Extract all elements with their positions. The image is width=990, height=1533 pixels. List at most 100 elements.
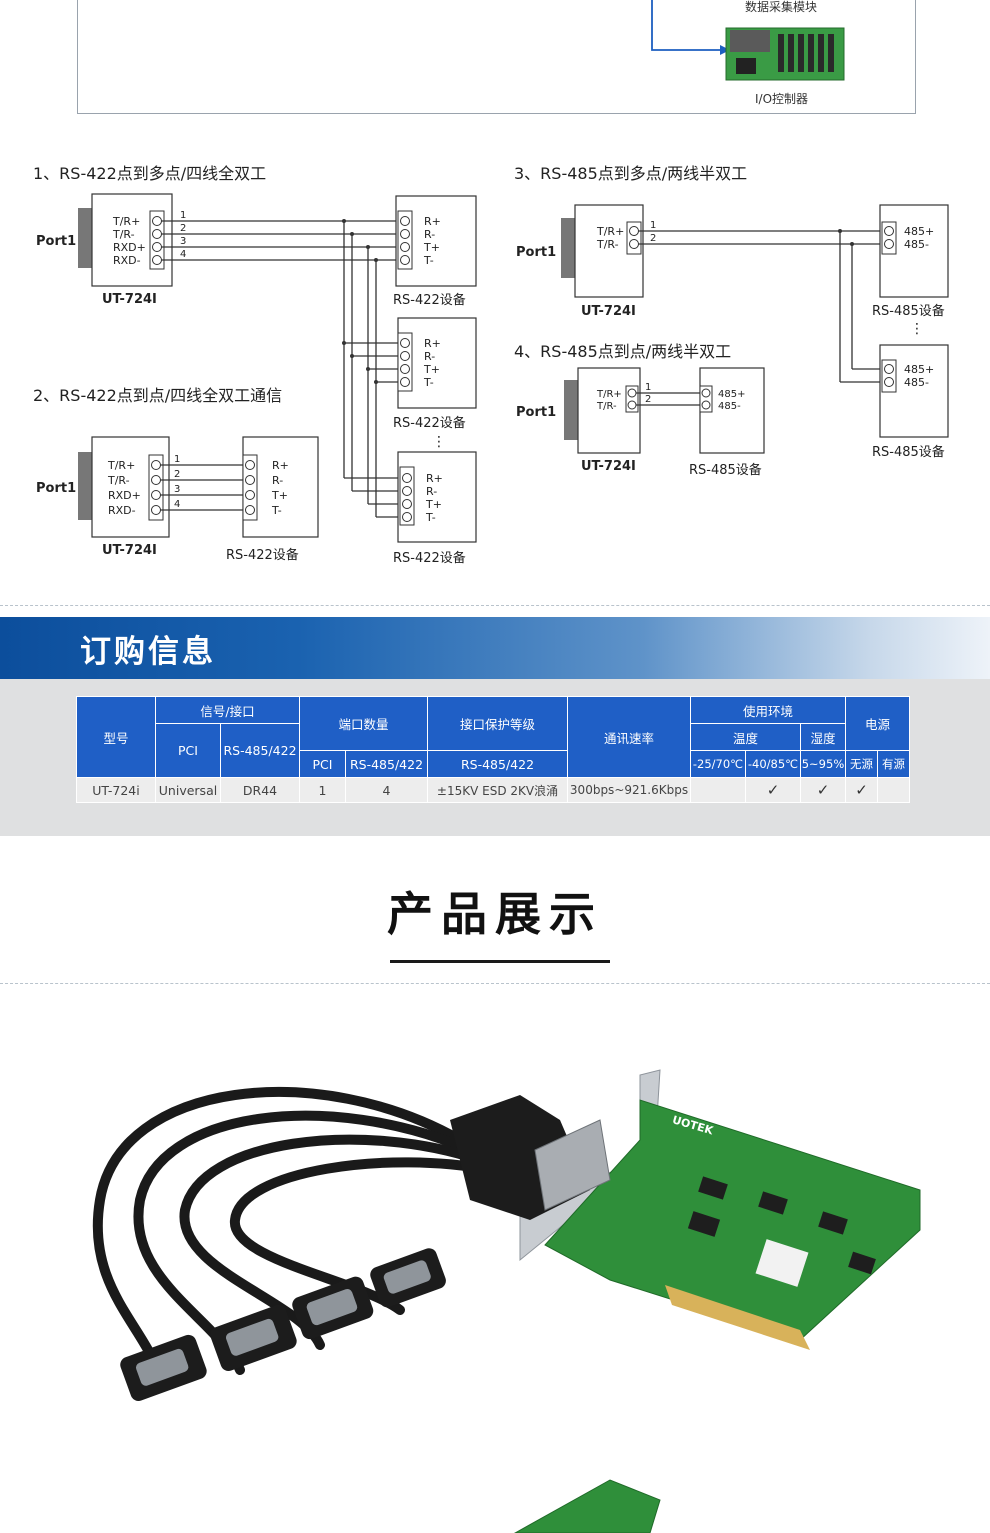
d3-dev-a-pin-1: 485+ <box>904 225 934 238</box>
diagram-2-title: 2、RS-422点到点/四线全双工通信 <box>33 386 282 405</box>
d1-num-4: 4 <box>180 249 186 260</box>
d3-dev-b-pin-2: 485- <box>904 376 929 389</box>
d1-dev-b-pin-4: T- <box>423 376 434 389</box>
header-port-count: 端口数量 <box>299 696 428 751</box>
cell-pci: Universal <box>155 777 221 803</box>
d1-pin-4: RXD- <box>113 254 141 267</box>
d4-pin-1: T/R+ <box>596 389 622 400</box>
diagram-3-model: UT-724I <box>581 304 636 319</box>
module-label: 数据采集模块 <box>745 0 817 14</box>
cell-pci-ports: 1 <box>299 777 346 803</box>
title-underline <box>390 960 610 963</box>
section-divider <box>0 605 990 606</box>
d2-num-3: 3 <box>174 484 180 495</box>
diagram-4-port: Port1 <box>516 405 556 420</box>
diagram-4-title: 4、RS-485点到点/两线半双工 <box>514 342 731 361</box>
d4-num-1: 1 <box>645 382 651 393</box>
wiring-diagrams: 1、RS-422点到多点/四线全双工 Port1 UT-724I T/R+ T/… <box>33 164 949 566</box>
d4-pin-2: T/R- <box>596 401 617 412</box>
d1-dev-b-pin-3: T+ <box>423 363 440 376</box>
io-controller-label: I/O控制器 <box>755 92 808 106</box>
cell-temp-2-check: ✓ <box>745 777 801 803</box>
db44-connector <box>450 1095 611 1220</box>
d1-device-a-label: RS-422设备 <box>393 292 466 308</box>
d3-pin-1: T/R+ <box>596 225 624 238</box>
d1-pin-3: RXD+ <box>113 241 146 254</box>
d1-dev-a-pin-2: R- <box>424 228 435 241</box>
product-showcase-title: 产品展示 <box>387 887 603 941</box>
d1-dev-a-pin-3: T+ <box>423 241 440 254</box>
header-rs485-422: RS-485/422 <box>220 723 300 778</box>
d3-ellipsis: ⋮ <box>910 321 924 337</box>
header-pci-ports: PCI <box>299 750 346 778</box>
d1-ellipsis: ⋮ <box>432 434 446 450</box>
d2-pin-4: RXD- <box>108 504 136 517</box>
db9-connectors <box>120 1248 446 1401</box>
header-rs-ports: RS-485/422 <box>345 750 428 778</box>
header-power: 电源 <box>845 696 910 751</box>
d2-pin-3: RXD+ <box>108 489 141 502</box>
io-controller-board <box>725 27 845 81</box>
cell-power-with <box>877 777 910 803</box>
d2-dev-pin-4: T- <box>271 504 282 517</box>
cable-bundle <box>92 1087 495 1385</box>
cell-temp-1 <box>690 777 746 803</box>
diagram-rs422-point-to-multipoint: 1、RS-422点到多点/四线全双工 Port1 UT-724I T/R+ T/… <box>33 164 477 566</box>
d2-num-1: 1 <box>174 454 180 465</box>
d3-num-1: 1 <box>650 220 656 231</box>
d4-dev-pin-1: 485+ <box>718 389 745 400</box>
cell-protection: ±15KV ESD 2KV浪涌 <box>427 777 568 803</box>
d1-dev-b-pin-2: R- <box>424 350 435 363</box>
header-rate: 通讯速率 <box>567 696 691 778</box>
d1-dev-a-pin-1: R+ <box>424 215 441 228</box>
d3-device-b-label: RS-485设备 <box>872 444 945 460</box>
d3-dev-a-pin-2: 485- <box>904 238 929 251</box>
d1-device-c-label: RS-422设备 <box>393 550 466 566</box>
diagram-4-model: UT-724I <box>581 459 636 474</box>
d1-dev-c-pin-4: T- <box>425 511 436 524</box>
header-environment: 使用环境 <box>690 696 846 724</box>
second-card <box>513 1479 661 1533</box>
diagram-rs422-point-to-point: 2、RS-422点到点/四线全双工通信 Port1 UT-724I T/R+ T… <box>33 386 319 563</box>
order-info-banner <box>0 617 990 679</box>
d1-dev-c-pin-3: T+ <box>425 498 442 511</box>
d2-dev-pin-2: R- <box>272 474 283 487</box>
cell-humidity-check: ✓ <box>800 777 846 803</box>
diagram-rs485-point-to-point: 4、RS-485点到点/两线半双工 Port1 UT-724I T/R+ T/R… <box>514 342 765 478</box>
order-info-title: 订购信息 <box>80 634 216 670</box>
cell-rate: 300bps~921.6Kbps <box>567 777 691 803</box>
header-temp-2: -40/85℃ <box>745 750 801 778</box>
header-pci: PCI <box>155 723 221 778</box>
d2-num-4: 4 <box>174 499 180 510</box>
d3-device-a-label: RS-485设备 <box>872 303 945 319</box>
d1-num-2: 2 <box>180 223 186 234</box>
d1-dev-c-pin-2: R- <box>426 485 437 498</box>
header-hum-1: 5~95% <box>800 750 846 778</box>
d2-device-label: RS-422设备 <box>226 547 299 563</box>
top-diagram-frame <box>77 0 916 114</box>
d2-dev-pin-3: T+ <box>271 489 288 502</box>
header-power-with: 有源 <box>877 750 910 778</box>
d2-pin-2: T/R- <box>107 474 130 487</box>
top-diagram-fragment: 数据采集模块 I/O控制器 <box>651 0 845 106</box>
header-signal-interface: 信号/接口 <box>155 696 300 724</box>
header-humidity: 湿度 <box>800 723 846 751</box>
d3-num-2: 2 <box>650 233 656 244</box>
header-model: 型号 <box>76 696 156 778</box>
d1-num-3: 3 <box>180 236 186 247</box>
d3-dev-b-pin-1: 485+ <box>904 363 934 376</box>
d1-pin-2: T/R- <box>112 228 135 241</box>
d1-device-b-label: RS-422设备 <box>393 415 466 431</box>
section-divider <box>0 983 990 984</box>
d1-dev-b-pin-1: R+ <box>424 337 441 350</box>
diagram-3-title: 3、RS-485点到多点/两线半双工 <box>514 164 747 183</box>
diagram-1-title: 1、RS-422点到多点/四线全双工 <box>33 164 266 183</box>
header-protection-rs: RS-485/422 <box>427 750 568 778</box>
table-row: UT-724i Universal DR44 1 4 ±15KV ESD 2KV… <box>76 777 910 803</box>
d1-num-1: 1 <box>180 210 186 221</box>
d1-pin-1: T/R+ <box>112 215 140 228</box>
header-protection: 接口保护等级 <box>427 696 568 751</box>
diagram-1-port: Port1 <box>36 234 76 249</box>
d4-num-2: 2 <box>645 394 651 405</box>
d2-num-2: 2 <box>174 469 180 480</box>
